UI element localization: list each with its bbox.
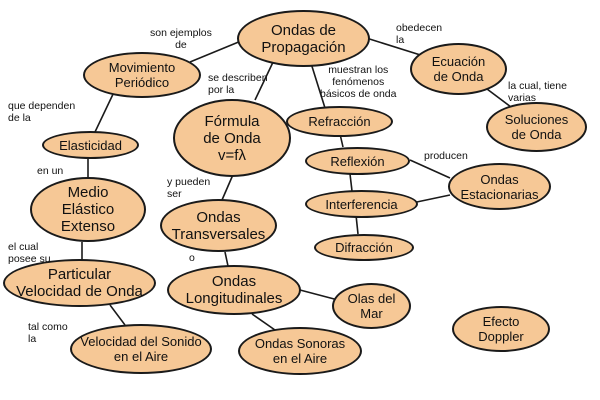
- node-ondas-sonoras: Ondas Sonoras en el Aire: [238, 327, 362, 375]
- node-interferencia: Interferencia: [305, 190, 418, 218]
- node-ondas-estacionarias: Ondas Estacionarias: [448, 163, 551, 210]
- node-ondas-longitudinales: Ondas Longitudinales: [167, 265, 301, 315]
- node-ecuacion-onda: Ecuación de Onda: [410, 43, 507, 95]
- node-difraccion: Difracción: [314, 234, 414, 261]
- link-propagacion-formula: [254, 57, 276, 101]
- node-elasticidad: Elasticidad: [42, 131, 139, 159]
- label-o: o: [189, 252, 195, 264]
- link-interferencia-estacionarias: [411, 194, 451, 204]
- link-longitudinales-sonoras: [251, 313, 276, 331]
- link-reflexion-interferencia: [349, 173, 353, 192]
- node-soluciones-onda: Soluciones de Onda: [486, 102, 587, 152]
- label-que-dependen-de-la: que dependen de la: [8, 100, 76, 124]
- label-la-cual-tiene-varias: la cual, tiene varias: [508, 80, 567, 104]
- link-longitudinales-olas: [299, 289, 339, 301]
- label-producen: producen: [424, 150, 468, 162]
- node-olas-mar: Olas del Mar: [332, 283, 411, 329]
- link-interferencia-difraccion: [355, 214, 359, 235]
- link-periodico-elasticidad: [94, 89, 116, 133]
- label-se-describen-por-la: se describen por la: [208, 72, 268, 96]
- link-particular-sonido: [109, 304, 126, 326]
- node-ondas-transversales: Ondas Transversales: [160, 199, 277, 252]
- node-movimiento-periodico: Movimiento Periódico: [83, 52, 201, 98]
- node-particular-velocidad: Particular Velocidad de Onda: [3, 259, 156, 307]
- node-velocidad-sonido: Velocidad del Sonido en el Aire: [70, 324, 212, 374]
- link-propagacion-refraccion: [309, 59, 326, 109]
- link-transversales-longitudinales: [224, 251, 229, 267]
- node-ondas-propagacion: Ondas de Propagación: [237, 10, 370, 67]
- link-reflexion-estacionarias: [409, 159, 451, 179]
- node-reflexion: Reflexión: [305, 147, 410, 175]
- label-tal-como-la: tal como la: [28, 321, 68, 345]
- label-obedecen-la: obedecen la: [396, 22, 443, 46]
- label-muestran-fenomenos: muestran los fenómenos básicos de onda: [320, 64, 397, 100]
- label-son-ejemplos-de: son ejemplos de: [150, 27, 212, 51]
- node-efecto-doppler: Efecto Doppler: [452, 306, 550, 352]
- label-el-cual-posee-su: el cual posee su: [8, 241, 51, 265]
- node-refraccion: Refracción: [286, 106, 393, 137]
- node-formula-onda: Fórmula de Onda v=fλ: [173, 99, 291, 177]
- node-medio-elastico: Medio Elástico Extenso: [30, 177, 146, 242]
- label-y-pueden-ser: y pueden ser: [167, 176, 211, 200]
- label-en-un: en un: [37, 165, 64, 177]
